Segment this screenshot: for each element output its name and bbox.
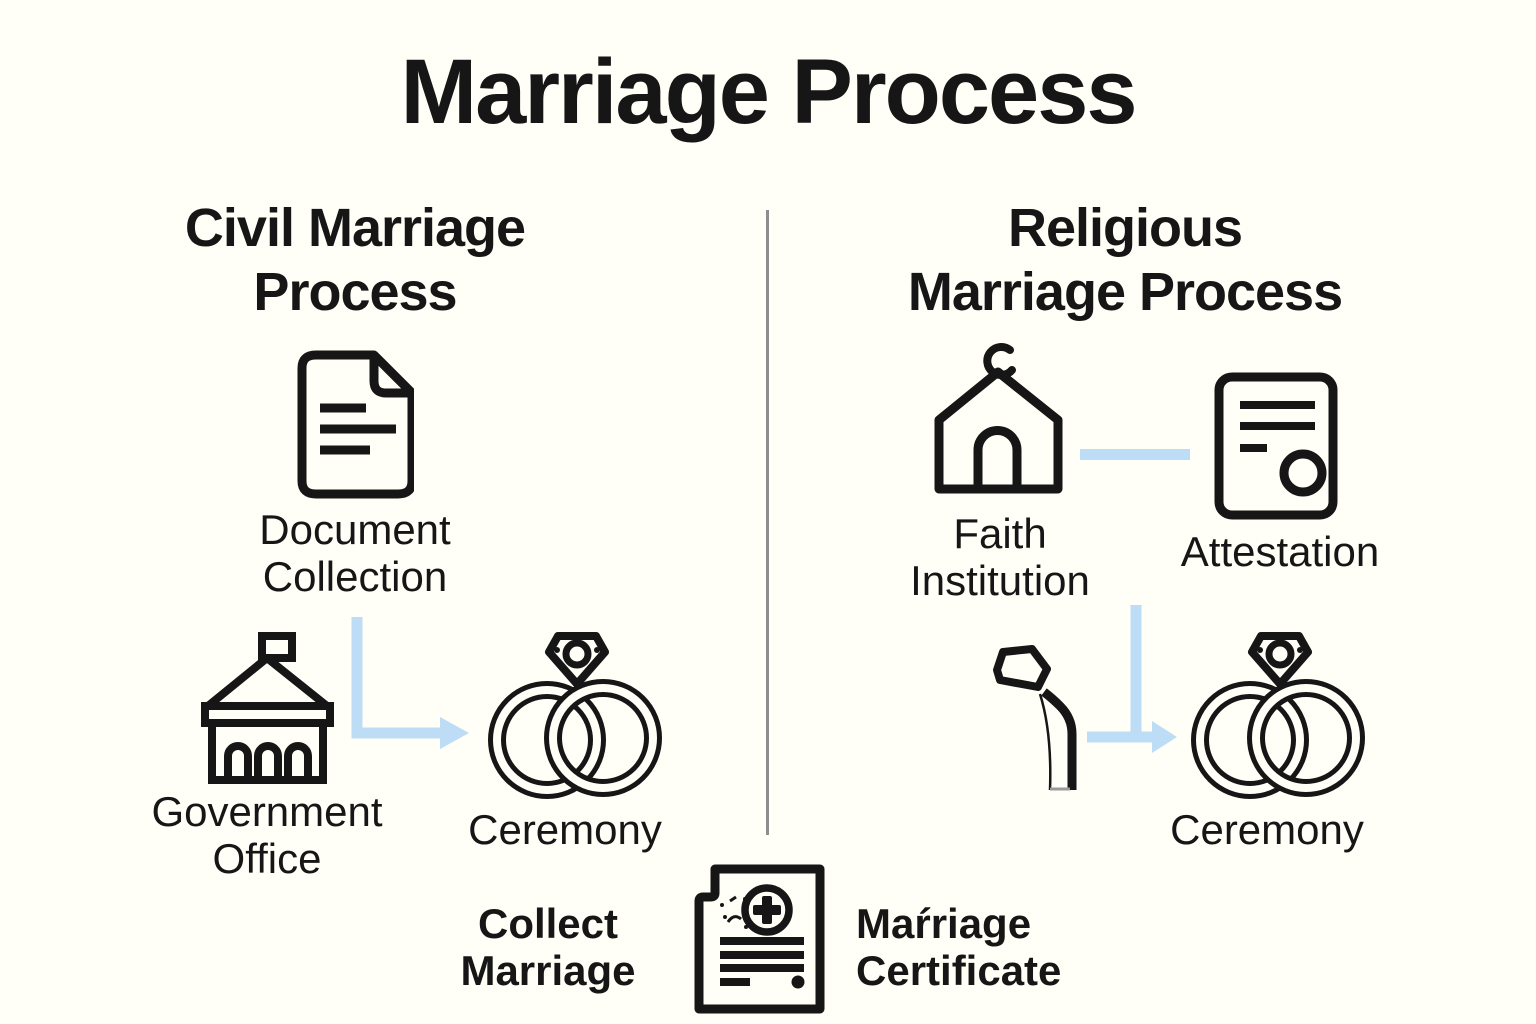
- wedding-rings-icon: [485, 630, 665, 802]
- government-building-icon: [200, 632, 335, 787]
- collect-marriage-label: Collect Marriage: [398, 900, 698, 994]
- faith-institution-label: Faith Institution: [850, 510, 1150, 604]
- government-office-line2: Office: [212, 835, 322, 883]
- religious-ceremony-label: Ceremony: [1170, 806, 1364, 853]
- civil-flow-arrow: [340, 605, 485, 755]
- marriage-certificate-icon: [694, 861, 829, 1016]
- mosque-icon: [933, 338, 1068, 500]
- civil-ceremony-label: Ceremony: [468, 806, 662, 853]
- faith-to-attestation-connector: [1080, 449, 1190, 460]
- religious-header-line2: Marriage Process: [907, 261, 1343, 322]
- wedding-rings-icon: [1188, 630, 1368, 802]
- document-collection-label: Document Collection: [205, 506, 505, 600]
- religious-column-header: Religious Marriage Process: [870, 197, 1380, 324]
- religious-flow-arrow: [1080, 600, 1180, 755]
- document-icon: [294, 348, 414, 500]
- document-collection-line1: Document: [259, 506, 451, 553]
- column-divider: [766, 210, 769, 835]
- religious-header-line1: Religious: [1007, 198, 1243, 258]
- government-office-label: Government Office: [117, 788, 417, 882]
- faith-institution-line1: Faith: [953, 510, 1047, 557]
- civil-column-header: Civil Marriage Process: [105, 197, 605, 324]
- civil-header-line2: Process: [253, 261, 457, 322]
- collect-marriage-line2: Marriage: [460, 947, 636, 995]
- marriage-certificate-line2: Certificate: [856, 947, 1062, 995]
- government-office-line1: Government: [151, 788, 383, 835]
- attestation-label: Attestation: [1180, 528, 1380, 575]
- marriage-certificate-line1: Maŕriage: [856, 900, 1032, 947]
- collect-marriage-line1: Collect: [477, 900, 619, 947]
- faith-institution-line2: Institution: [910, 557, 1090, 605]
- stamped-certificate-icon: [1213, 372, 1338, 520]
- marriage-certificate-label: Maŕriage Certificate: [856, 900, 1176, 994]
- officiant-figure-icon: [990, 642, 1080, 792]
- civil-header-line1: Civil Marriage: [184, 198, 526, 258]
- document-collection-line2: Collection: [262, 553, 448, 601]
- page-title: Marriage Process: [400, 41, 1137, 143]
